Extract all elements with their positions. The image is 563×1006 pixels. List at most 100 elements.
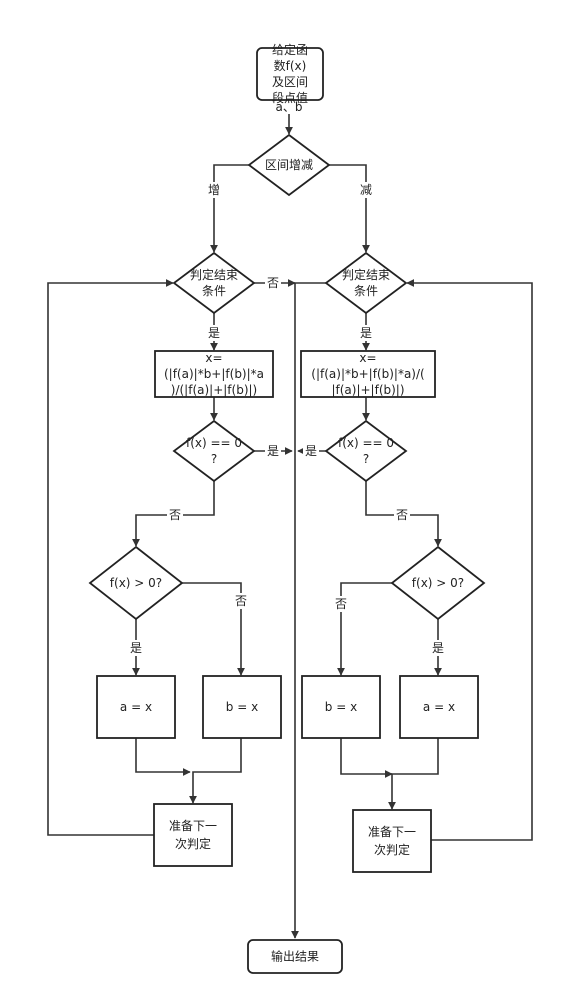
- edge-label-text: 否: [169, 508, 181, 522]
- node-text: b = x: [325, 700, 357, 714]
- node-calc-r: x= (|f(a)|*b+|f(b)|*a)/( |f(a)|+|f(b)|): [300, 350, 436, 398]
- process-box: [154, 350, 274, 398]
- node-l-b: b = x: [202, 675, 282, 739]
- edge-label-gt-r-no: 否: [333, 596, 349, 612]
- node-r-b: b = x: [301, 675, 381, 739]
- decision-diamond: [324, 251, 408, 315]
- node-eq-r: f(x) == 0?: [324, 419, 408, 483]
- node-dir: 区间增减: [247, 133, 331, 197]
- node-text: 条件: [202, 284, 226, 298]
- node-r-a: a = x: [399, 675, 479, 739]
- process-box: [96, 675, 176, 739]
- terminal-box: [247, 939, 343, 974]
- edge-label-text: 减: [360, 183, 372, 197]
- process-box: [352, 809, 432, 873]
- edge-label-text: 是: [130, 641, 142, 655]
- node-text: 数f(x): [274, 58, 307, 73]
- decision-diamond: [88, 545, 184, 621]
- edge-label-text: 是: [208, 326, 220, 340]
- node-eq-l: f(x) == 0?: [172, 419, 256, 483]
- node-text: ?: [363, 452, 369, 466]
- edge-label-eq-l-no: 否: [167, 507, 183, 523]
- edge-label-gt-l-no: 否: [233, 593, 249, 609]
- node-text: ?: [211, 452, 217, 466]
- edge-label-gt-r-yes: 是: [430, 640, 446, 656]
- edge-next-l-loop: [47, 279, 174, 836]
- edge-label-text: 否: [396, 508, 408, 522]
- decision-diamond: [172, 419, 256, 483]
- edge-label-text: 增: [208, 183, 220, 197]
- terminal-box: [256, 47, 324, 101]
- process-box: [301, 675, 381, 739]
- node-calc-l: x= (|f(a)|*b+|f(b)|*a )/(|f(a)|+|f(b)|): [154, 350, 274, 398]
- decision-diamond: [247, 133, 331, 197]
- edge-label-text: 是: [432, 641, 444, 655]
- edge-judge-r-to-out: [291, 282, 326, 939]
- edge-dir-to-judge-r: [329, 164, 370, 253]
- node-gt-r: f(x) > 0?: [390, 545, 486, 621]
- decision-diamond: [390, 545, 486, 621]
- node-text: f(x) == 0: [186, 436, 242, 450]
- edge-l-a-merge: [135, 738, 191, 776]
- edge-gt-l-no: [182, 582, 245, 676]
- node-text: a = x: [120, 700, 152, 714]
- node-text: f(x) > 0?: [412, 576, 464, 590]
- node-text: 给定函: [272, 42, 308, 57]
- process-box: [153, 803, 233, 867]
- edge-gt-r-no: [337, 582, 392, 676]
- edge-label-dir-to-judge-r: 减: [358, 182, 374, 198]
- node-text: 次判定: [175, 836, 211, 851]
- start-ab-label: a、b: [276, 100, 303, 114]
- edge-label-judge-r-yes: 是: [358, 325, 374, 341]
- process-box: [202, 675, 282, 739]
- node-text: 准备下一: [368, 825, 416, 839]
- node-out: 输出结果: [247, 939, 343, 974]
- node-text: (|f(a)|*b+|f(b)|*a: [164, 367, 264, 381]
- node-text: b = x: [226, 700, 258, 714]
- node-text: )/(|f(a)|+|f(b)|): [171, 383, 257, 397]
- node-text: f(x) > 0?: [110, 576, 162, 590]
- node-text: 判定结束: [190, 267, 238, 282]
- edge-label-judge-l-yes: 是: [206, 325, 222, 341]
- edge-dir-to-judge-l: [210, 164, 249, 253]
- edge-label-text: 是: [360, 326, 372, 340]
- edge-label-text: 否: [267, 276, 279, 290]
- decision-diamond: [324, 419, 408, 483]
- edge-label-gt-l-yes: 是: [128, 640, 144, 656]
- node-text: 判定结束: [342, 267, 390, 282]
- decision-diamond: [172, 251, 256, 315]
- edge-l-b-merge: [189, 738, 242, 804]
- edge-label-text: 否: [335, 597, 347, 611]
- node-text: 次判定: [374, 842, 410, 857]
- edge-label-eq-l-yes: 是: [265, 443, 281, 459]
- edge-r-a-merge: [388, 738, 439, 810]
- node-text: a = x: [423, 700, 455, 714]
- node-text: f(x) == 0: [338, 436, 394, 450]
- node-text: 输出结果: [271, 949, 319, 964]
- node-text: |f(a)|+|f(b)|): [331, 383, 404, 397]
- edge-r-b-merge: [340, 738, 393, 778]
- node-l-a: a = x: [96, 675, 176, 739]
- node-text: 准备下一: [169, 819, 217, 833]
- node-gt-l: f(x) > 0?: [88, 545, 184, 621]
- node-text: x=: [359, 351, 376, 365]
- node-text: 区间增减: [265, 158, 313, 172]
- node-text: x=: [205, 351, 222, 365]
- edge-label-text: 是: [305, 444, 317, 458]
- node-text: (|f(a)|*b+|f(b)|*a)/(: [311, 367, 424, 381]
- node-text: 段点值: [272, 90, 308, 105]
- process-box: [300, 350, 436, 398]
- edge-label-eq-r-no: 否: [394, 507, 410, 523]
- node-text: 条件: [354, 284, 378, 298]
- edge-label-text: 是: [267, 444, 279, 458]
- process-box: [399, 675, 479, 739]
- edge-next-r-loop: [406, 279, 533, 841]
- edge-label-text: 否: [235, 594, 247, 608]
- edge-label-judge-l-no-to-out: 否: [265, 275, 281, 291]
